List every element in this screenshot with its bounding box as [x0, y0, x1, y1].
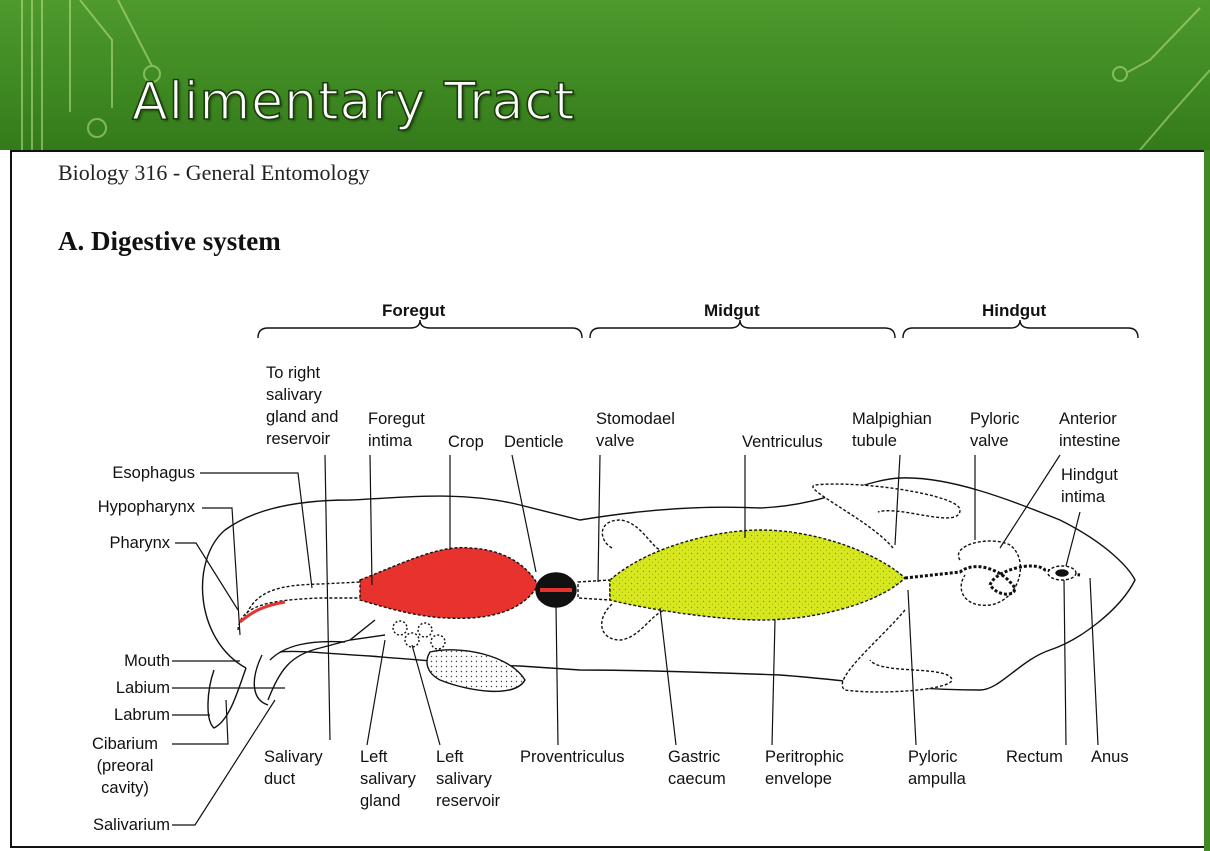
region-brackets — [258, 320, 1138, 338]
label-foregut-intima: Foregut intima — [368, 408, 425, 452]
label-anus: Anus — [1091, 746, 1129, 768]
label-pharynx: Pharynx — [109, 532, 170, 554]
region-hindgut: Hindgut — [982, 301, 1046, 321]
label-labium: Labium — [116, 677, 170, 699]
gut-tract — [238, 530, 1080, 630]
label-to-right-salivary: To right salivary gland and reservoir — [266, 362, 339, 450]
label-stomodael-valve: Stomodael valve — [596, 408, 675, 452]
label-proventriculus: Proventriculus — [520, 746, 625, 768]
label-salivarium: Salivarium — [93, 814, 170, 836]
salivary-system — [268, 620, 525, 700]
label-esophagus: Esophagus — [112, 462, 195, 484]
label-cibarium: Cibarium (preoral cavity) — [80, 733, 170, 799]
label-salivary-duct: Salivary duct — [264, 746, 323, 790]
label-peritrophic-envelope: Peritrophic envelope — [765, 746, 844, 790]
label-mouth: Mouth — [124, 650, 170, 672]
label-crop: Crop — [448, 431, 484, 453]
region-midgut: Midgut — [704, 301, 760, 321]
label-pyloric-ampulla: Pyloric ampulla — [908, 746, 966, 790]
label-hypopharynx: Hypopharynx — [98, 496, 195, 518]
region-foregut: Foregut — [382, 301, 445, 321]
label-left-salivary-gland: Left salivary gland — [360, 746, 416, 812]
label-gastric-caecum: Gastric caecum — [668, 746, 726, 790]
label-rectum: Rectum — [1006, 746, 1063, 768]
label-left-salivary-reservoir: Left salivary reservoir — [436, 746, 500, 812]
label-denticle: Denticle — [504, 431, 564, 453]
label-hindgut-intima: Hindgut intima — [1061, 464, 1118, 508]
label-labrum: Labrum — [114, 704, 170, 726]
label-ventriculus: Ventriculus — [742, 431, 823, 453]
label-malpighian-tubule: Malpighian tubule — [852, 408, 932, 452]
label-anterior-intestine: Anterior intestine — [1059, 408, 1120, 452]
label-pyloric-valve: Pyloric valve — [970, 408, 1020, 452]
